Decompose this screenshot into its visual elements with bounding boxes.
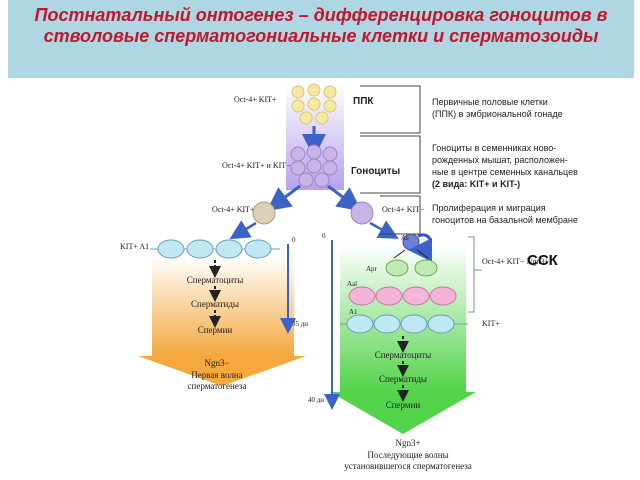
left-spermatids: Сперматиды [191, 299, 239, 309]
self-renewal-arrow [408, 233, 433, 262]
label-aal: Aal [347, 280, 357, 288]
page-title: Постнатальный онтогенез – дифференцировк… [34, 5, 608, 46]
left-axis-end: 35 дн [292, 320, 308, 328]
label-apr: Apr [366, 265, 378, 273]
title-banner: Постнатальный онтогенез – дифференцировк… [8, 0, 634, 78]
right-axis-end: 40 дн [308, 396, 324, 404]
right-axis-start: 0 [322, 232, 326, 240]
right-a1-cells [346, 314, 455, 334]
right-spermatocytes: Сперматоциты [375, 350, 432, 360]
ppk-note-line-1: Первичные половые клетки [432, 97, 548, 107]
ppk-note-line-2: (ППК) в эмбриональной гонаде [432, 109, 563, 119]
ppk-annotation: Первичные половые клетки (ППК) в эмбрион… [432, 96, 563, 120]
gono-note-line-4: (2 вида: KIT+ и KIT-) [432, 179, 521, 189]
left-gonocyte-cell [252, 201, 276, 225]
left-wave-arrow-body [152, 256, 294, 356]
left-ngn3: Ngn3− [204, 358, 229, 368]
label-oct4-kit-pos-left: Oct-4+ KIT+ [212, 205, 255, 214]
label-kit-pos-right: KIT+ [482, 319, 500, 328]
ssk-bracket [468, 236, 475, 313]
split-right-arrow [327, 184, 362, 212]
right-caption-line-2: установившегося сперматогенеза [344, 461, 472, 471]
right-spermatids: Сперматиды [379, 374, 427, 384]
label-oct4-kit-neg-right: Oct-4+ KIT− [382, 205, 425, 214]
gono-note-line-3: ные в центре семенных канальцев [432, 167, 578, 177]
ppk-bracket [360, 85, 421, 134]
right-ngn3: Ngn3+ [395, 438, 420, 448]
label-as: As [401, 234, 409, 242]
label-oct4-kit-both: Oct-4+ KIT+ и KIT− [222, 161, 291, 170]
left-axis-start: 0 [292, 236, 296, 244]
left-sperm: Спермии [198, 325, 233, 335]
prolif-bracket [380, 195, 421, 235]
label-a1: A1 [349, 308, 358, 316]
left-migration-arrow [229, 220, 257, 240]
left-spermatocytes: Сперматоциты [187, 275, 244, 285]
label-gonocytes: Гоноциты [351, 166, 400, 177]
gonocyte-bracket [360, 135, 421, 194]
right-wave-arrow-head [330, 392, 476, 434]
label-kit-pos-a1: KIT+ A1 [120, 242, 149, 251]
gonocyte-annotation: Гоноциты в семенниках ново- рожденных мы… [432, 142, 578, 190]
left-a1-cells [157, 239, 272, 259]
right-sperm: Спермии [386, 400, 421, 410]
label-oct4-kit-ngn3-text: Oct-4+ KIT− Ngn3+ [482, 257, 549, 266]
left-caption-line-1: Первая волна [191, 370, 242, 380]
aal-cells [348, 286, 457, 306]
split-left-arrow [266, 184, 301, 212]
label-ppk: ППК [353, 96, 374, 107]
gonocyte-cell-group [290, 144, 338, 188]
apr-cells [385, 259, 438, 277]
gono-note-line-2: рожденных мышат, расположен- [432, 155, 568, 165]
gono-note-line-1: Гоноциты в семенниках ново- [432, 143, 557, 153]
ppk-cell-group [291, 83, 337, 125]
label-oct4-kit-pos: Oct-4+ KIT+ [234, 95, 277, 104]
prolif-note-line-2: гоноцитов на базальной мембране [432, 215, 578, 225]
label-ssk: ССК [527, 252, 558, 269]
prolif-note-line-1: Пролиферация и миграция [432, 203, 546, 213]
label-oct4-kit-ngn3-right: Oct-4+ KIT− Ngn3+ [482, 257, 549, 266]
right-migration-arrow [369, 220, 399, 239]
right-gonocyte-cell [350, 201, 374, 225]
left-wave-arrow-head [138, 356, 306, 386]
left-caption-line-2: сперматогенеза [188, 381, 247, 391]
right-caption-line-1: Последующие волны [367, 450, 448, 460]
prolif-annotation: Пролиферация и миграция гоноцитов на баз… [432, 202, 578, 226]
